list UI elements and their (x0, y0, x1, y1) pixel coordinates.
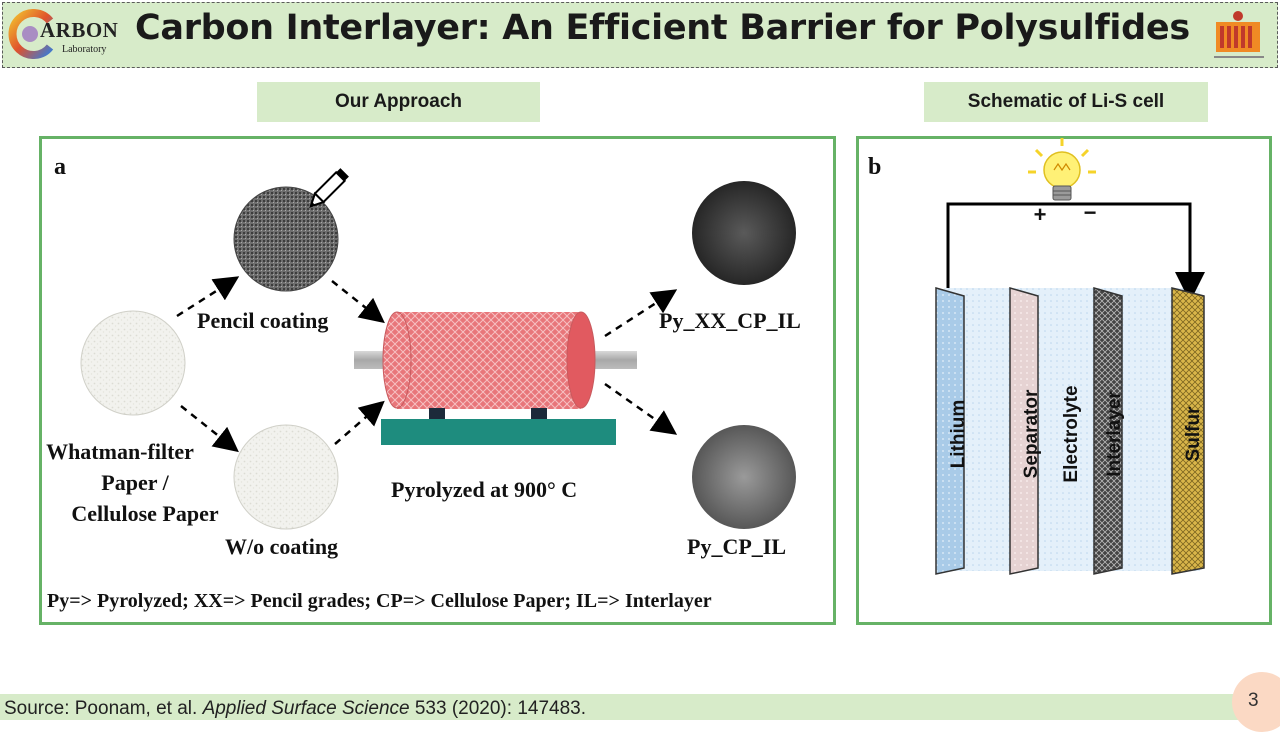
pencil-icon (309, 168, 349, 208)
whatman-label-line3: Cellulose Paper (71, 501, 218, 526)
process-arrows (176, 276, 678, 453)
pencil-coating-label: Pencil coating (197, 308, 328, 333)
carbon-lab-logo-icon (8, 9, 54, 59)
positive-terminal-label: + (1034, 202, 1047, 227)
source-prefix: Source: Poonam, et al. (4, 698, 203, 719)
approach-diagram: a Pencil coating Whatman-filter Paper / … (46, 154, 801, 612)
py-cp-il-sem-image (692, 425, 796, 529)
lithium-electrode (935, 287, 965, 575)
interlayer (1093, 287, 1123, 575)
whatman-paper-disc (80, 310, 186, 416)
lithium-label: Lithium (948, 400, 969, 469)
electrolyte-label: Electrolyte (1061, 385, 1082, 482)
section-label-approach: Our Approach (257, 82, 540, 122)
separator-label: Separator (1021, 389, 1042, 478)
pyrolyzed-label: Pyrolyzed at 900° C (391, 477, 577, 502)
page-number: 3 (1248, 690, 1259, 711)
sulfur-label: Sulfur (1183, 406, 1204, 461)
whatman-label-line1: Whatman-filter (46, 439, 194, 464)
panel-b-label: b (868, 154, 881, 180)
whatman-label-line2: Paper / (101, 470, 169, 495)
section-label-schematic: Schematic of Li-S cell (924, 82, 1208, 122)
wo-coating-label: W/o coating (225, 534, 338, 559)
panel-a-label: a (54, 154, 66, 180)
li-s-cell-diagram: b + − Lithium Separator Electrolyte Inte… (868, 138, 1205, 575)
institute-logo-icon (1214, 11, 1264, 58)
tube-furnace (354, 311, 637, 445)
py-xx-cp-il-sem-image (692, 181, 796, 285)
sulfur-electrode (1171, 287, 1205, 575)
circuit-wire (946, 202, 1205, 302)
source-suffix: 533 (2020): 147483. (409, 698, 586, 719)
electrolyte-region (944, 288, 1200, 571)
slide-title: Carbon Interlayer: An Efficient Barrier … (135, 8, 1190, 48)
py-cp-il-label: Py_CP_IL (687, 534, 786, 559)
journal-name: Applied Surface Science (202, 698, 410, 719)
light-bulb-icon (1028, 138, 1096, 201)
uncoated-paper-disc (233, 424, 339, 530)
header-bar (2, 2, 1278, 68)
source-citation: Source: Poonam, et al. Applied Surface S… (4, 698, 586, 720)
separator-layer (1009, 287, 1039, 575)
py-xx-cp-il-label: Py_XX_CP_IL (659, 308, 801, 333)
logo-subtitle: Laboratory (62, 44, 107, 55)
pencil-coated-disc (233, 186, 339, 292)
source-bar (0, 694, 1280, 720)
negative-terminal-label: − (1084, 200, 1097, 225)
abbreviation-legend: Py=> Pyrolyzed; XX=> Pencil grades; CP=>… (47, 590, 712, 612)
logo-text: ARBON (40, 18, 119, 42)
interlayer-label: Interlayer (1104, 391, 1125, 477)
